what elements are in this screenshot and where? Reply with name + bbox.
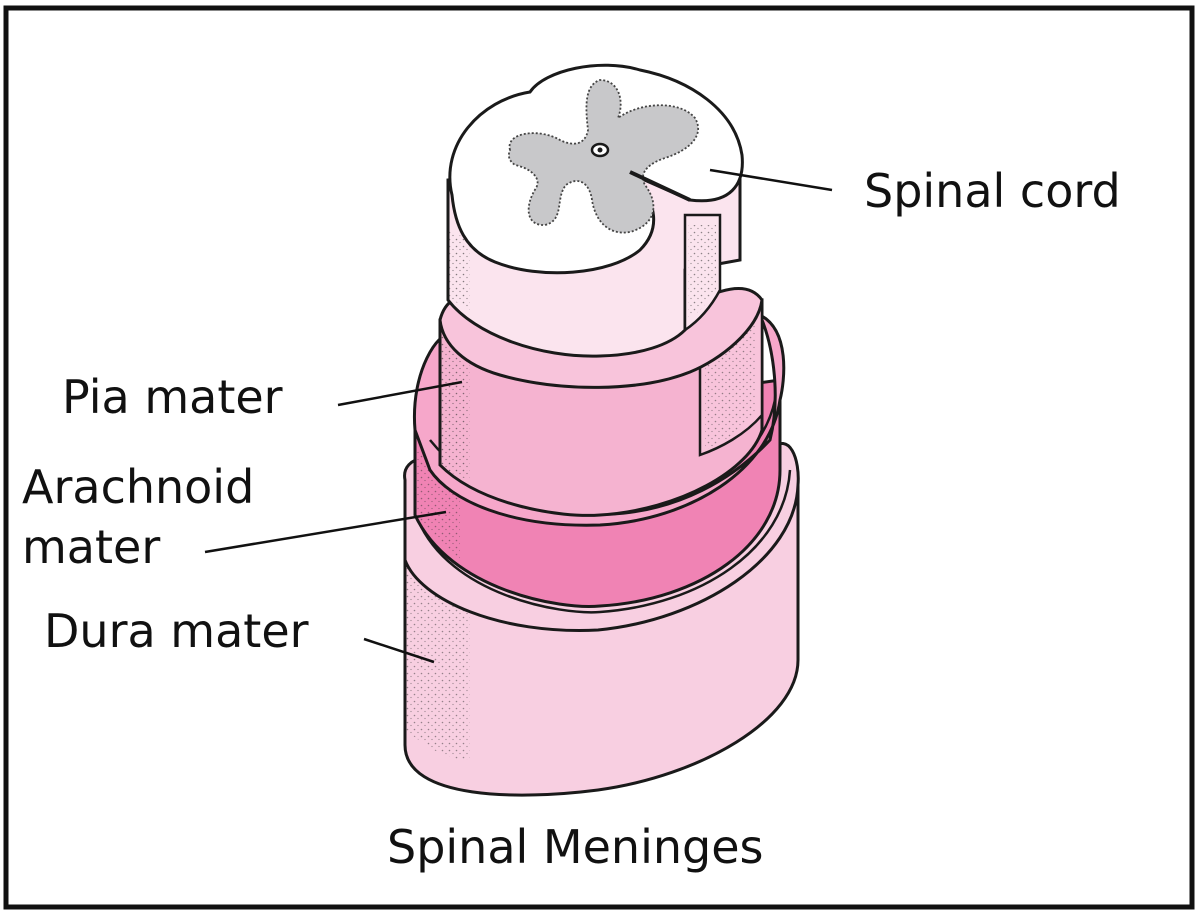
figure-caption: Spinal Meninges: [387, 820, 764, 874]
arachnoid-mater-leader: [204, 510, 447, 554]
arachnoid-mater-label-line2: mater: [22, 520, 161, 574]
spinal-cord-layer: [446, 63, 744, 358]
spinal-cord-label: Spinal cord: [864, 164, 1121, 218]
pia-mater-label: Pia mater: [62, 370, 283, 424]
pia-mater-layer: [438, 286, 764, 517]
spinal-cord-leader: [709, 168, 833, 192]
pia-mater-leader: [337, 380, 463, 407]
arachnoid-mater-label-line1: Arachnoid: [22, 460, 255, 514]
dura-mater-leader: [363, 637, 435, 664]
figure-frame: [3, 5, 1195, 910]
dura-mater-label: Dura mater: [44, 604, 309, 658]
